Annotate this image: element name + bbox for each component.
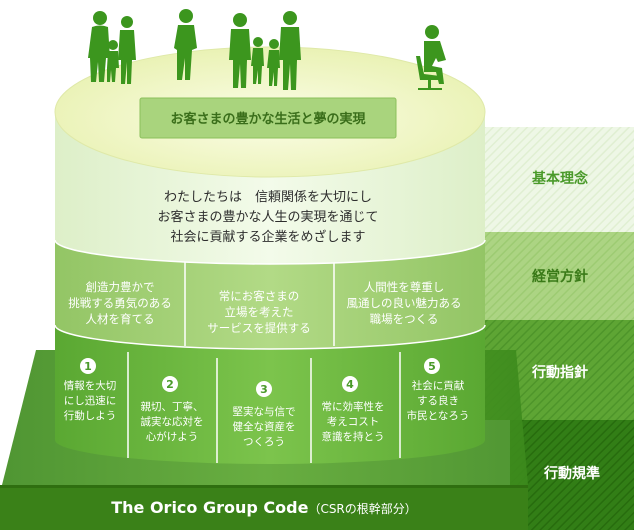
label-action: 行動指針	[531, 364, 588, 381]
label-management: 経営方針	[532, 268, 588, 285]
label-band-basic	[470, 127, 634, 232]
guideline-number: 2	[166, 378, 174, 391]
policy-line: 職場をつくる	[370, 312, 439, 326]
number-badge	[342, 376, 358, 392]
guideline-number: 5	[428, 360, 436, 373]
label-band-management	[470, 232, 634, 320]
guideline-number: 4	[346, 378, 354, 391]
policy-line: 創造力豊かで	[86, 280, 155, 294]
policy-cell-1: 創造力豊かで 挑戦する勇気のある 人材を育てる	[68, 280, 172, 326]
guideline-line: 健全な資産を	[233, 420, 296, 433]
guideline-line: 堅実な与信で	[233, 405, 296, 418]
guideline-cell-2: 2 親切、丁寧、 誠実な応対を 心がけよう	[141, 376, 204, 443]
guideline-line: つくろう	[243, 436, 285, 448]
policy-line: 風通しの良い魅力ある	[347, 296, 462, 310]
policy-cell-3: 人間性を尊重し 風通しの良い魅力ある 職場をつくる	[347, 280, 462, 326]
guideline-line: 情報を大切	[64, 379, 117, 392]
guideline-cell-3: 3 堅実な与信で 健全な資産を つくろう	[233, 381, 296, 448]
guideline-cell-5: 5 社会に貢献 する良き 市民となろう	[407, 358, 470, 422]
policy-line: サービスを提供する	[207, 321, 311, 335]
mission-text: わたしたちは 信頼関係を大切にし お客さまの豊かな人生の実現を通じて 社会に貢献…	[157, 190, 378, 245]
guideline-line: 社会に貢献	[412, 379, 465, 392]
number-badge	[80, 358, 96, 374]
guideline-line: 考えコスト	[327, 416, 380, 428]
guideline-cell-4: 4 常に効率性を 考えコスト 意識を持とう	[322, 376, 385, 443]
label-standards: 行動規準	[543, 465, 600, 482]
guideline-line: にし迅速に	[64, 395, 117, 407]
number-badge	[162, 376, 178, 392]
guideline-line: 心がけよう	[146, 430, 199, 443]
guideline-line: 親切、丁寧、	[141, 400, 204, 413]
guideline-line: 誠実な応対を	[141, 415, 204, 428]
code-title: The Orico Group Code（CSRの根幹部分）	[111, 498, 417, 517]
people-silhouettes	[88, 9, 446, 90]
mission-line: お客さまの豊かな人生の実現を通じて	[157, 209, 378, 225]
number-badge	[424, 358, 440, 374]
policy-line: 立場を考えた	[225, 305, 294, 319]
vision-text: お客さまの豊かな生活と夢の実現	[170, 111, 365, 127]
guideline-line: 意識を持とう	[322, 430, 385, 443]
code-sub: （CSRの根幹部分）	[308, 501, 416, 516]
number-badge	[256, 381, 272, 397]
guideline-line: 常に効率性を	[322, 400, 385, 413]
label-band-standards	[510, 420, 634, 530]
guideline-number: 1	[84, 360, 92, 373]
guideline-cell-1: 1 情報を大切 にし迅速に 行動しよう	[64, 358, 117, 422]
policy-band	[55, 240, 485, 349]
code-main: The Orico Group Code	[111, 498, 308, 517]
mission-line: わたしたちは 信頼関係を大切にし	[164, 190, 372, 205]
guideline-line: 行動しよう	[64, 409, 117, 422]
policy-line: 常にお客さまの	[219, 289, 300, 303]
policy-line: 人間性を尊重し	[364, 280, 445, 294]
vision-box	[139, 97, 397, 139]
guideline-line: する良き	[417, 394, 459, 407]
mission-line: 社会に貢献する企業をめざします	[170, 229, 365, 245]
label-basic: 基本理念	[532, 170, 589, 187]
guideline-line: 市民となろう	[407, 409, 470, 422]
guideline-number: 3	[260, 383, 268, 396]
policy-cell-2: 常にお客さまの 立場を考えた サービスを提供する	[207, 289, 311, 335]
guideline-band	[55, 325, 485, 464]
policy-line: 人材を育てる	[86, 312, 155, 326]
code-bar	[0, 485, 528, 530]
policy-line: 挑戦する勇気のある	[68, 296, 172, 310]
